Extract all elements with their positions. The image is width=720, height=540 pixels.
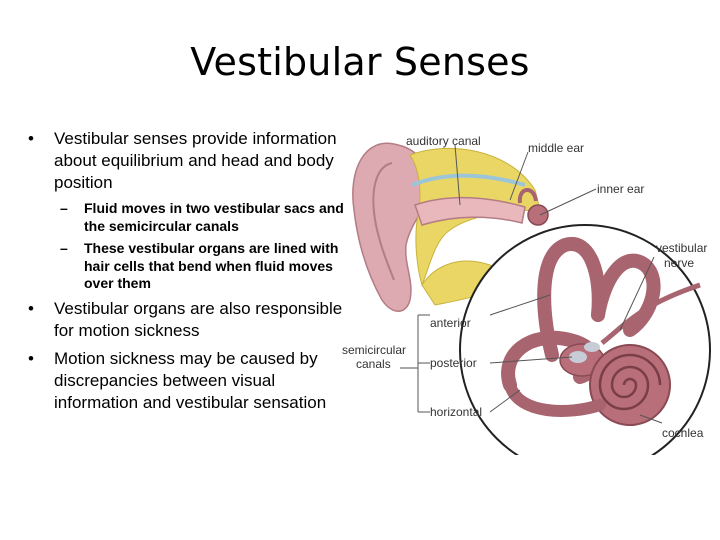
label-inner-ear: inner ear [597,182,644,196]
bullet-item: • Vestibular organs are also responsible… [28,298,348,342]
label-horizontal: horizontal [430,405,482,419]
label-nerve: nerve [664,256,694,270]
bullet-item: • Motion sickness may be caused by discr… [28,348,348,414]
label-vestibular: vestibular [656,241,707,255]
auditory-canal-shape [414,196,526,226]
bullet-text: Vestibular organs are also responsible f… [54,298,343,340]
ear-anatomy-diagram: auditory canal middle ear inner ear vest… [342,134,711,455]
label-middle-ear: middle ear [528,141,584,155]
inner-ear-small [527,204,549,226]
bullet-marker: • [28,298,34,318]
slide-title: Vestibular Senses [190,40,530,84]
label-cochlea: cochlea [662,426,704,440]
bullet-text: Motion sickness may be caused by discrep… [54,348,327,412]
subbullet-item: – These vestibular organs are lined with… [28,240,348,293]
label-auditory-canal: auditory canal [406,134,481,148]
subbullet-text: Fluid moves in two vestibular sacs and t… [84,200,344,234]
inner-ear-small-canal [517,188,538,204]
cochlea [589,344,671,426]
vestibular-sac [584,342,600,352]
vestibular-nerve [600,282,701,345]
bullet-marker: • [28,348,34,368]
vestibular-sac [569,351,587,363]
label-semicircular: semicircular [342,343,406,357]
subbullet-text: These vestibular organs are lined with h… [84,240,339,291]
subbullet-item: – Fluid moves in two vestibular sacs and… [28,200,348,235]
anterior-canal [537,237,606,362]
bullet-item: • Vestibular senses provide information … [28,128,348,194]
bullet-list: • Vestibular senses provide information … [28,128,348,420]
outer-ear-fold [372,162,395,281]
label-anterior: anterior [430,316,471,330]
label-posterior: posterior [430,356,477,370]
subbullet-marker: – [60,200,68,216]
canal-highlight [411,173,526,187]
posterior-canal [591,253,661,337]
horizontal-canal-end [504,379,606,417]
cochlea-spiral [598,353,662,411]
label-canals: canals [356,357,391,371]
label-lines [400,144,663,424]
bullet-text: Vestibular senses provide information ab… [54,129,337,192]
subbullet-marker: – [60,240,68,256]
bullet-marker: • [28,129,34,148]
